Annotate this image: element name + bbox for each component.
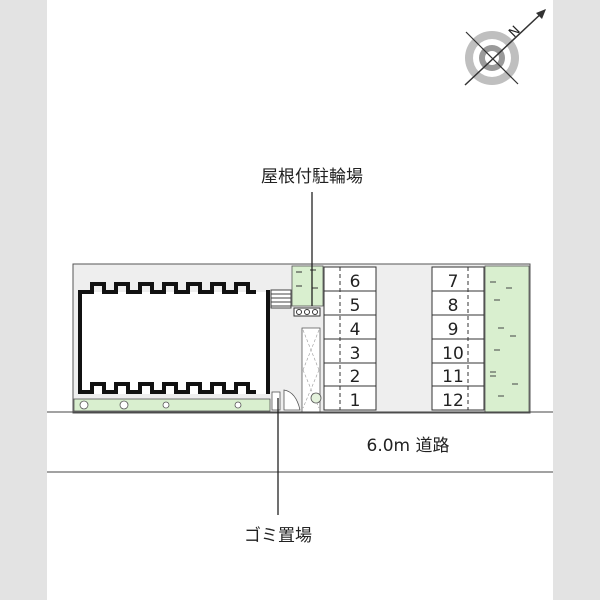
parking-space-11: 11 xyxy=(442,367,464,387)
bicycle-parking-area xyxy=(291,265,324,307)
parking-space-7: 7 xyxy=(448,272,459,292)
parking-column-left: 6 5 4 3 2 1 xyxy=(323,266,377,411)
parking-space-6: 6 xyxy=(350,272,361,292)
garbage-label: ゴミ置場 xyxy=(244,525,312,546)
parking-space-8: 8 xyxy=(448,296,459,316)
parking-column-right: 7 8 9 10 11 12 xyxy=(431,266,485,411)
bicycle-parking-label: 屋根付駐輪場 xyxy=(261,167,363,187)
walkway xyxy=(283,327,322,413)
compass-icon: N xyxy=(464,9,546,86)
road-label: 6.0m 道路 xyxy=(367,436,450,456)
parking-space-10: 10 xyxy=(442,344,464,364)
parking-space-5: 5 xyxy=(350,296,361,316)
building xyxy=(78,282,270,394)
parking-space-4: 4 xyxy=(350,320,361,340)
parking-space-12: 12 xyxy=(442,391,464,411)
parking-space-9: 9 xyxy=(448,320,459,340)
grass-marks xyxy=(490,281,518,397)
green-area-right xyxy=(484,265,530,413)
garbage-box xyxy=(271,391,281,411)
staircase xyxy=(270,289,292,309)
bicycle-icon xyxy=(293,307,321,317)
parking-space-3: 3 xyxy=(350,344,361,364)
parking-space-1: 1 xyxy=(350,391,361,411)
parking-space-2: 2 xyxy=(350,367,361,387)
